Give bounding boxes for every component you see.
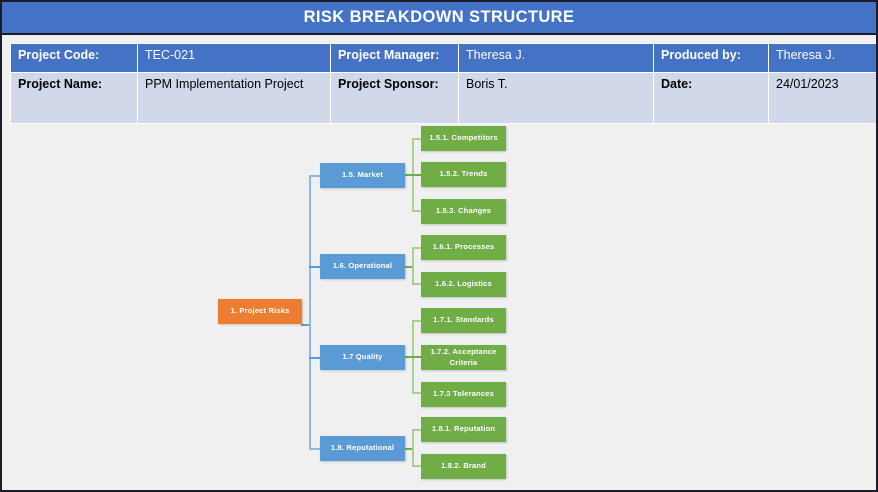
node-processes[interactable]: 1.6.1. Processes [421, 235, 506, 260]
produced-by-label: Produced by: [653, 43, 769, 73]
node-competitors[interactable]: 1.5.1. Competitors [421, 126, 506, 151]
connector-root-to-operational [309, 266, 321, 268]
project-sponsor-label: Project Sponsor: [330, 72, 459, 124]
connector-operational-stub [404, 266, 414, 268]
connector-market-to-changes [412, 210, 422, 212]
project-sponsor-value: Boris T. [458, 72, 654, 124]
node-reputation[interactable]: 1.8.1. Reputation [421, 417, 506, 442]
project-manager-label: Project Manager: [330, 43, 459, 73]
project-info-table: Project Code: TEC-021 Project Manager: T… [10, 43, 876, 124]
node-operational[interactable]: 1.6. Operational [320, 254, 405, 279]
info-table-row-2: Project Name: PPM Implementation Project… [10, 72, 876, 124]
connector-reputational-stub [404, 448, 414, 450]
risk-breakdown-tree: 1. Project Risks 1.5. Market 1.6. Operat… [2, 116, 876, 490]
node-trends[interactable]: 1.5.2. Trends [421, 162, 506, 187]
project-code-value: TEC-021 [137, 43, 331, 73]
connector-root-to-market [309, 175, 321, 177]
node-logistics[interactable]: 1.6.2. Logistics [421, 272, 506, 297]
node-market[interactable]: 1.5. Market [320, 163, 405, 188]
connector-reputational-spine [412, 429, 414, 467]
connector-quality-to-acceptance-criteria [412, 356, 422, 358]
node-reputational[interactable]: 1.8. Reputational [320, 436, 405, 461]
date-label: Date: [653, 72, 769, 124]
connector-operational-spine [412, 247, 414, 285]
connector-market-stub [404, 174, 414, 176]
connector-quality-to-tolerances [412, 392, 422, 394]
connector-root-to-reputational [309, 448, 321, 450]
node-tolerances[interactable]: 1.7.3 Tolerances [421, 382, 506, 407]
node-standards[interactable]: 1.7.1. Standards [421, 308, 506, 333]
page-title: RISK BREAKDOWN STRUCTURE [303, 8, 575, 26]
node-changes[interactable]: 1.5.3. Changes [421, 199, 506, 224]
connector-root-stub [301, 324, 311, 326]
node-project-risks[interactable]: 1. Project Risks [218, 299, 302, 324]
project-manager-value: Theresa J. [458, 43, 654, 73]
connector-quality-to-standards [412, 320, 422, 322]
document-title-bar: RISK BREAKDOWN STRUCTURE [2, 2, 876, 35]
connector-reputational-to-reputation [412, 429, 422, 431]
project-name-label: Project Name: [10, 72, 138, 124]
connector-root-spine [309, 175, 311, 449]
info-table-row-1: Project Code: TEC-021 Project Manager: T… [10, 43, 876, 73]
node-quality[interactable]: 1.7 Quality [320, 345, 405, 370]
produced-by-value: Theresa J. [768, 43, 876, 73]
connector-operational-to-logistics [412, 283, 422, 285]
date-value: 24/01/2023 [768, 72, 876, 124]
connector-market-to-competitors [412, 138, 422, 140]
connector-operational-to-processes [412, 247, 422, 249]
node-brand[interactable]: 1.8.2. Brand [421, 454, 506, 479]
connector-reputational-to-brand [412, 465, 422, 467]
connector-root-to-quality [309, 357, 321, 359]
project-code-label: Project Code: [10, 43, 138, 73]
connector-market-to-trends [412, 174, 422, 176]
connector-quality-stub [404, 356, 414, 358]
node-acceptance-criteria[interactable]: 1.7.2. Acceptance Criteria [421, 345, 506, 370]
